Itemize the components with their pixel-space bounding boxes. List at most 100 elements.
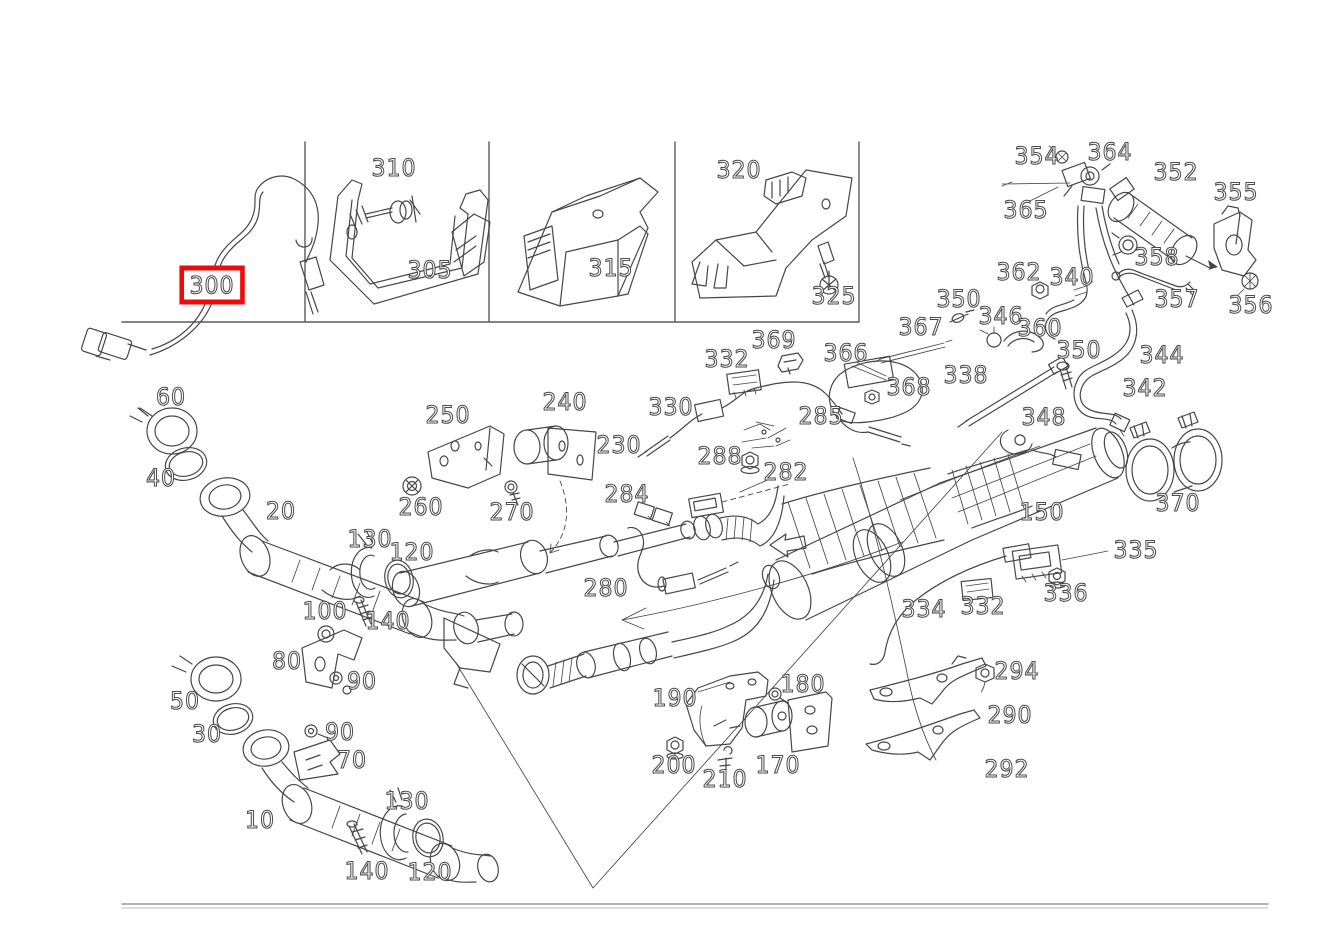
part-label-310-1[interactable]: 310	[371, 154, 417, 182]
part-label-370-40[interactable]: 370	[1155, 489, 1201, 517]
part-label-50-55[interactable]: 50	[170, 687, 200, 715]
part-label-366-22[interactable]: 366	[823, 339, 869, 367]
part-label-332-28[interactable]: 332	[704, 345, 750, 373]
part-label-130-49[interactable]: 130	[347, 525, 393, 553]
part-label-350-16[interactable]: 350	[936, 285, 982, 313]
clip-346-sketch	[979, 326, 1002, 348]
part-label-352-8[interactable]: 352	[1153, 158, 1199, 186]
hose-344-342-sketch	[1073, 309, 1138, 437]
part-label-250-32[interactable]: 250	[425, 401, 471, 429]
part-label-338-23[interactable]: 338	[943, 361, 989, 389]
valve-364-sketch	[1048, 145, 1111, 205]
part-label-260-37[interactable]: 260	[398, 493, 444, 521]
bracket-292-sketch	[865, 709, 981, 761]
nut-288-sketch	[740, 451, 760, 475]
part-label-348-26[interactable]: 348	[1021, 403, 1067, 431]
part-label-335-41[interactable]: 335	[1113, 536, 1159, 564]
part-label-240-31[interactable]: 240	[542, 388, 588, 416]
clamp-370-sketch	[1125, 411, 1223, 502]
part-label-290-69[interactable]: 290	[987, 701, 1033, 729]
part-label-315-3[interactable]: 315	[588, 254, 634, 282]
part-label-358-11[interactable]: 358	[1134, 243, 1180, 271]
clamp-130b-sketch	[346, 787, 444, 861]
nut-294-sketch	[975, 663, 995, 693]
part-label-360-19[interactable]: 360	[1017, 314, 1063, 342]
part-label-130-60[interactable]: 130	[384, 787, 430, 815]
part-label-40-47[interactable]: 40	[146, 464, 176, 492]
part-label-356-15[interactable]: 356	[1228, 291, 1274, 319]
part-label-367-18[interactable]: 367	[898, 313, 944, 341]
part-label-70-58[interactable]: 70	[337, 746, 367, 774]
part-label-354-6[interactable]: 354	[1014, 142, 1060, 170]
bolt-180-sketch	[768, 687, 789, 704]
part-label-350-20[interactable]: 350	[1056, 336, 1102, 364]
part-label-368-24[interactable]: 368	[886, 373, 932, 401]
part-label-170-67[interactable]: 170	[755, 751, 801, 779]
part-label-20-48[interactable]: 20	[266, 497, 296, 525]
part-label-200-65[interactable]: 200	[651, 751, 697, 779]
part-label-344-21[interactable]: 344	[1139, 341, 1185, 369]
part-label-100-51[interactable]: 100	[302, 597, 348, 625]
bracket-320-sketch	[691, 169, 853, 299]
part-label-282-35[interactable]: 282	[763, 458, 809, 486]
part-label-30-56[interactable]: 30	[192, 720, 222, 748]
connector-332a-sketch	[726, 369, 762, 399]
part-label-210-66[interactable]: 210	[702, 765, 748, 793]
mid-pipe-sketch	[391, 485, 785, 608]
part-label-60-46[interactable]: 60	[156, 383, 186, 411]
part-label-10-59[interactable]: 10	[245, 806, 275, 834]
part-label-284-36[interactable]: 284	[604, 480, 650, 508]
bracket-305-sketch	[329, 179, 491, 305]
bracket-70-sketch	[293, 724, 341, 781]
part-label-305-2[interactable]: 305	[407, 256, 453, 284]
part-label-362-12[interactable]: 362	[996, 258, 1042, 286]
part-label-120-62[interactable]: 120	[407, 858, 453, 886]
part-label-292-70[interactable]: 292	[984, 755, 1030, 783]
part-label-346-17[interactable]: 346	[978, 302, 1024, 330]
part-label-325-5[interactable]: 325	[811, 282, 857, 310]
part-label-340-13[interactable]: 340	[1049, 263, 1095, 291]
sensor-348-sketch	[999, 361, 1082, 471]
bolt-270-sketch	[504, 480, 521, 506]
part-label-294-68[interactable]: 294	[994, 657, 1040, 685]
footer-rule	[121, 903, 1269, 909]
part-label-285-30[interactable]: 285	[798, 402, 844, 430]
part-label-355-9[interactable]: 355	[1213, 178, 1259, 206]
part-label-357-14[interactable]: 357	[1154, 285, 1200, 313]
bracket-250-sketch	[427, 425, 505, 489]
part-label-369-27[interactable]: 369	[751, 326, 797, 354]
part-label-280-45[interactable]: 280	[583, 574, 629, 602]
bracket-190-sketch	[685, 671, 769, 747]
bolt-325-sketch	[817, 241, 839, 295]
probe-338-sketch	[957, 356, 1069, 428]
part-label-180-64[interactable]: 180	[780, 670, 826, 698]
part-label-150-39[interactable]: 150	[1019, 498, 1065, 526]
part-label-270-38[interactable]: 270	[489, 498, 535, 526]
part-label-190-63[interactable]: 190	[652, 684, 698, 712]
part-label-334-43[interactable]: 334	[901, 595, 947, 623]
part-label-230-33[interactable]: 230	[596, 431, 642, 459]
part-label-90-57[interactable]: 90	[325, 718, 355, 746]
bolt-310-sketch	[349, 195, 421, 227]
part-label-320-4[interactable]: 320	[716, 156, 762, 184]
part-label-330-29[interactable]: 330	[648, 393, 694, 421]
part-label-342-25[interactable]: 342	[1122, 374, 1168, 402]
clip-369-sketch	[777, 352, 804, 375]
part-label-140-61[interactable]: 140	[344, 857, 390, 885]
clip-210-sketch	[717, 746, 733, 771]
nut-362-sketch	[1031, 281, 1049, 300]
probe-365-sketch	[1001, 181, 1071, 202]
part-label-336-42[interactable]: 336	[1043, 579, 1089, 607]
part-label-332-44[interactable]: 332	[960, 592, 1006, 620]
connector-332b-sketch	[960, 577, 994, 602]
part-label-80-53[interactable]: 80	[272, 647, 302, 675]
part-label-120-50[interactable]: 120	[389, 538, 435, 566]
part-label-90-54[interactable]: 90	[347, 667, 377, 695]
part-label-140-52[interactable]: 140	[365, 607, 411, 635]
part-label-365-10[interactable]: 365	[1003, 196, 1049, 224]
part-label-364-7[interactable]: 364	[1087, 138, 1133, 166]
part-label-288-34[interactable]: 288	[697, 442, 743, 470]
part-label-300-0[interactable]: 300	[179, 265, 245, 305]
